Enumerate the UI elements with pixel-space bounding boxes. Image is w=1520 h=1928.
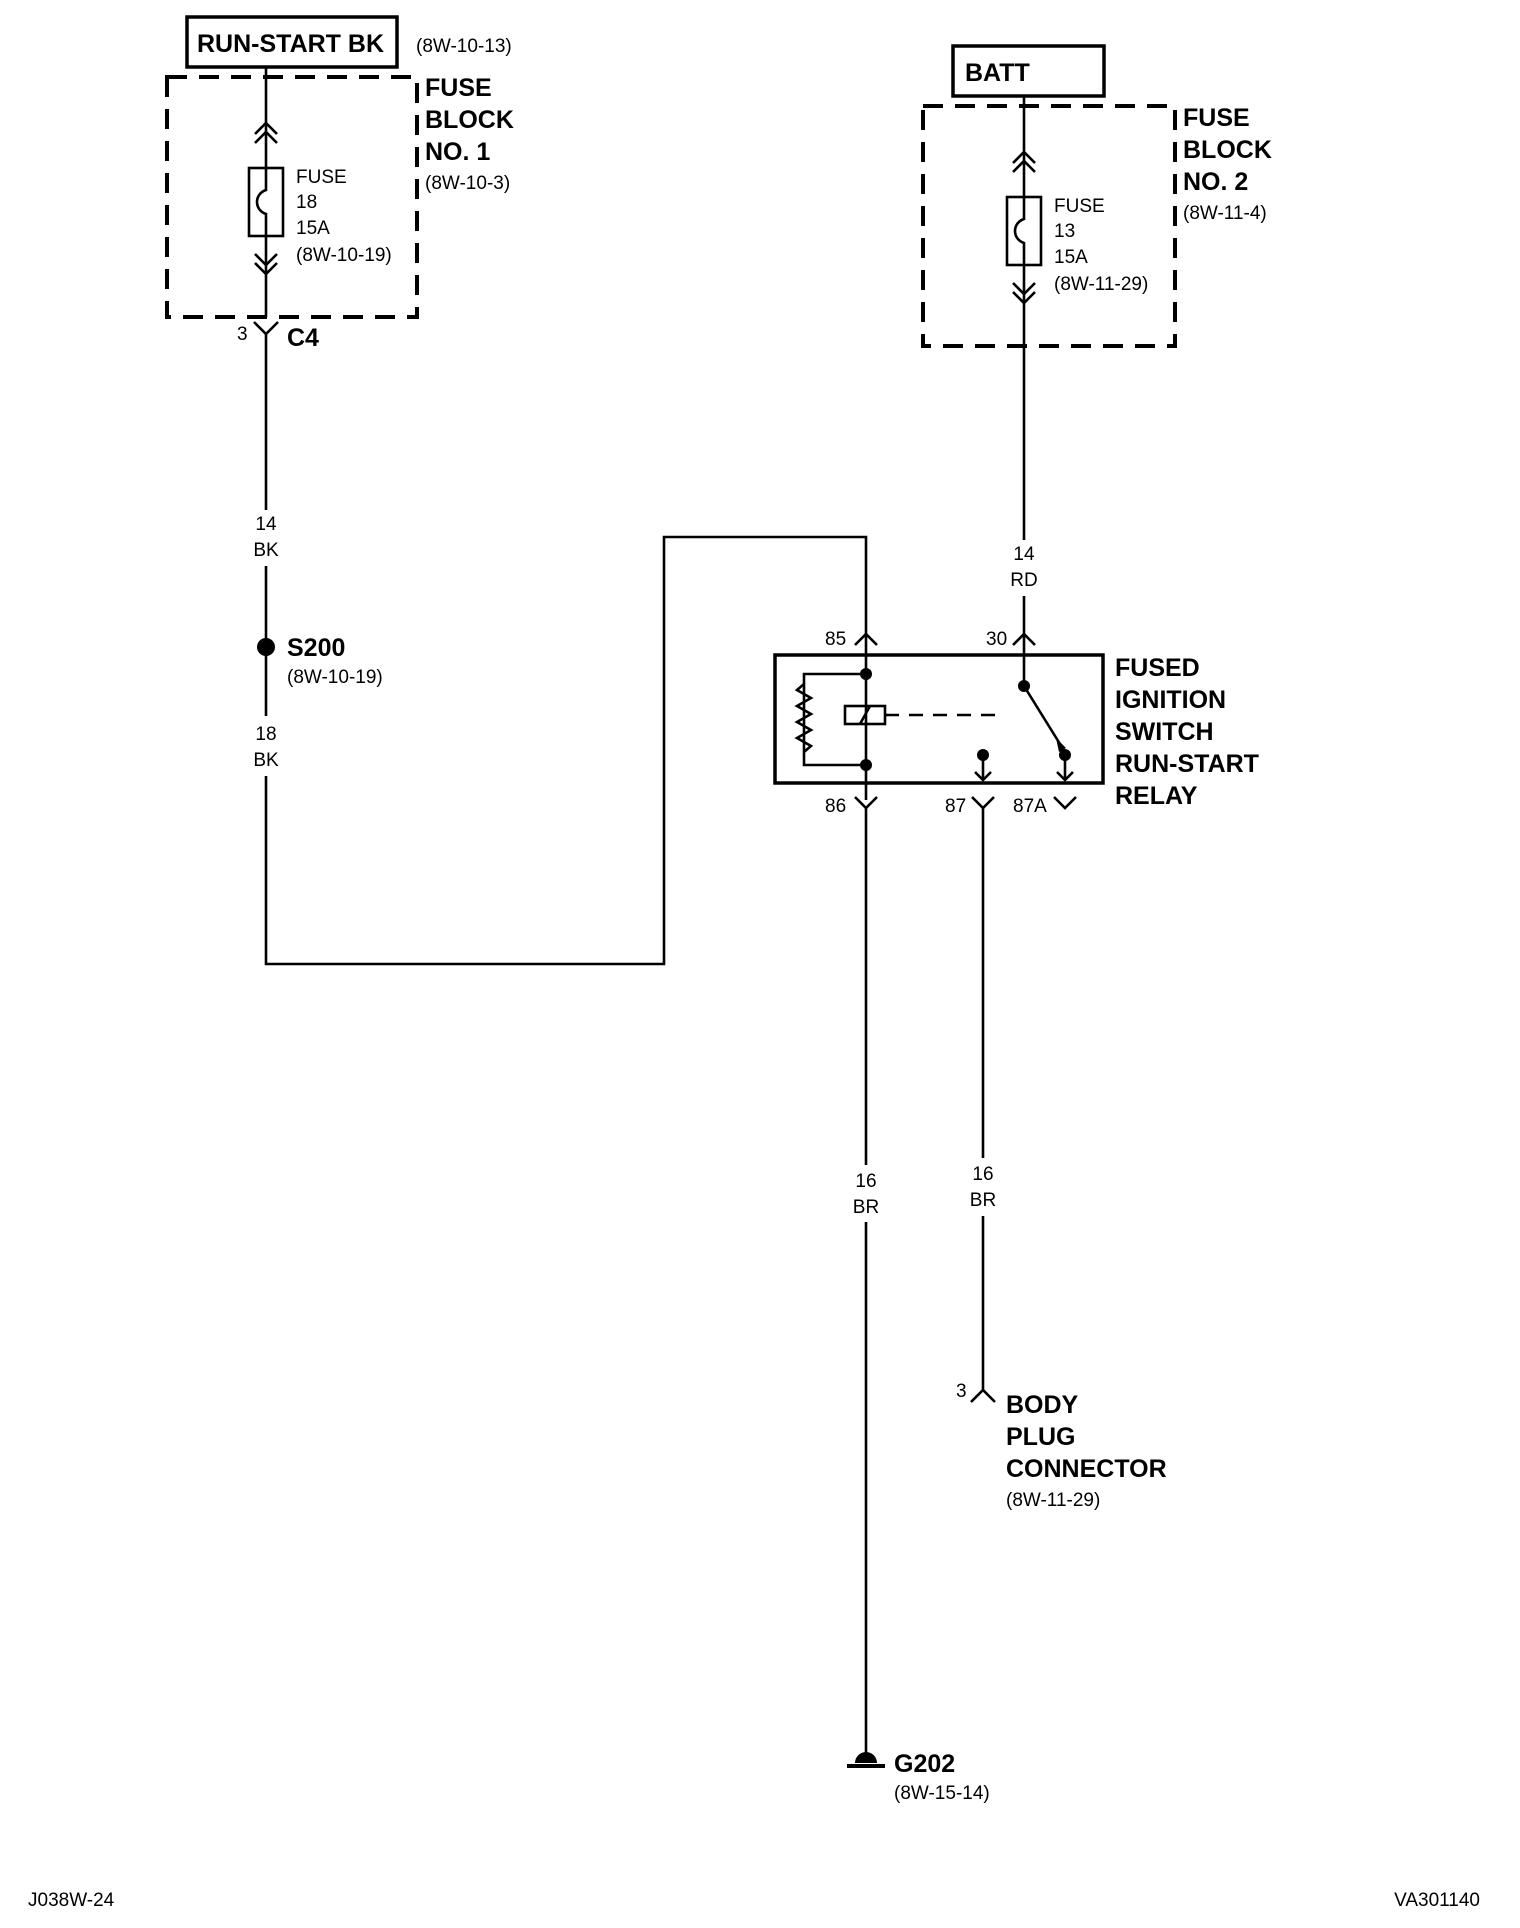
connector-c4: 3 C4 [237, 321, 319, 352]
relay-pin-30-terminal [1012, 632, 1036, 646]
body-plug-line1: BODY [1006, 1391, 1079, 1419]
fuse-block-2-ref: (8W-11-4) [1183, 203, 1267, 224]
fuse-block-2-line3: NO. 2 [1183, 168, 1248, 196]
wire-16br-a-color: BR [853, 1197, 879, 1218]
wire-14bk-gauge: 14 [255, 514, 277, 535]
splice-s200: S200 (8W-10-19) [257, 634, 383, 688]
wire-14bk-label: 14 BK [253, 514, 279, 561]
relay-name-line2: IGNITION [1115, 686, 1226, 714]
ground-g202: G202 (8W-15-14) [847, 1750, 990, 1804]
splice-s200-label: S200 [287, 634, 345, 662]
fuse-13-line2: 13 [1054, 221, 1075, 242]
splice-s200-dot [257, 638, 275, 656]
relay-resistor-icon [794, 683, 814, 753]
fuse-block-1-outline [165, 75, 419, 319]
ground-g202-label: G202 [894, 1750, 955, 1778]
batt-label: BATT [965, 59, 1030, 87]
wire-16br-b-label: 16 BR [970, 1164, 996, 1211]
body-plug-pin: 3 [956, 1381, 967, 1402]
run-start-bk-box [185, 15, 399, 69]
body-plug-connector: 3 BODY PLUG CONNECTOR (8W-11-29) [956, 1381, 1167, 1511]
wire-18bk-color: BK [253, 750, 279, 771]
body-plug-line3: CONNECTOR [1006, 1455, 1167, 1483]
fuse-13-line3: 15A [1054, 247, 1088, 268]
ground-g202-ref: (8W-15-14) [894, 1783, 990, 1804]
fuse-block-1-line2: BLOCK [425, 106, 514, 134]
fuse-block-2-line1: FUSE [1183, 104, 1250, 132]
relay-switch-arm [1022, 685, 1062, 745]
relay-pin-85-label: 85 [825, 629, 846, 650]
fuse-block-2-outline [921, 104, 1177, 348]
relay-pin-87a-terminal [1053, 796, 1077, 810]
batt-source: BATT [951, 44, 1106, 98]
relay-pin-87a-label: 87A [1013, 796, 1047, 817]
relay-pin-85-terminal [854, 632, 878, 646]
wire-16br-a-gauge: 16 [855, 1171, 876, 1192]
fuse-18-line2: 18 [296, 192, 317, 213]
relay-pin-30-label: 30 [986, 629, 1007, 650]
relay-pin-87-label: 87 [945, 796, 966, 817]
connector-c4-pin: 3 [237, 324, 248, 345]
wire-18bk-label: 18 BK [253, 724, 279, 771]
fuse-block-1: FUSE BLOCK NO. 1 (8W-10-3) [165, 74, 514, 319]
fuse-13-ref: (8W-11-29) [1054, 274, 1148, 295]
relay-pin-86-label: 86 [825, 796, 846, 817]
relay-name-line4: RUN-START [1115, 750, 1259, 778]
fuse-18-line3: 15A [296, 218, 330, 239]
body-plug-ref: (8W-11-29) [1006, 1490, 1100, 1511]
wire-16br-b-gauge: 16 [972, 1164, 993, 1185]
run-start-bk-ref: (8W-10-13) [416, 36, 512, 57]
connector-c4-icon [253, 321, 279, 336]
splice-s200-ref: (8W-10-19) [287, 667, 383, 688]
body-plug-terminal-icon [970, 1388, 996, 1403]
wire-18bk-route [264, 535, 868, 966]
fuse-13: FUSE 13 15A (8W-11-29) [1005, 96, 1148, 540]
fuse-block-1-line3: NO. 1 [425, 138, 490, 166]
run-start-bk-label: RUN-START BK [197, 30, 384, 58]
wire-14rd-label: 14 RD [1010, 544, 1037, 591]
run-start-relay: 85 30 86 87 87A FUSED IGNITION SWITCH RU… [773, 629, 1259, 817]
relay-name-line3: SWITCH [1115, 718, 1214, 746]
wire-14bk-color: BK [253, 540, 279, 561]
body-plug-line2: PLUG [1006, 1423, 1075, 1451]
fuse-18-line1: FUSE [296, 167, 347, 188]
fuse-block-1-line1: FUSE [425, 74, 492, 102]
batt-box [951, 44, 1106, 98]
wire-14rd-color: RD [1010, 570, 1037, 591]
fuse-13-line1: FUSE [1054, 196, 1105, 217]
wire-16br-a-label: 16 BR [853, 1171, 879, 1218]
connector-c4-label: C4 [287, 324, 319, 352]
fuse-18-ref: (8W-10-19) [296, 245, 392, 266]
wire-14rd-gauge: 14 [1013, 544, 1035, 565]
relay-name-line1: FUSED [1115, 654, 1200, 682]
wire-18bk-gauge: 18 [255, 724, 276, 745]
footer-right-code: VA301140 [1394, 1890, 1480, 1911]
run-start-bk-source: RUN-START BK (8W-10-13) [185, 15, 512, 69]
fuse-block-2-line2: BLOCK [1183, 136, 1272, 164]
fuse-block-1-ref: (8W-10-3) [425, 173, 510, 194]
wire-16br-b-color: BR [970, 1190, 996, 1211]
relay-name-line5: RELAY [1115, 782, 1198, 810]
relay-pin-87-terminal [971, 796, 995, 810]
relay-box [773, 653, 1105, 785]
ground-icon [855, 1752, 877, 1763]
fuse-block-2: FUSE BLOCK NO. 2 (8W-11-4) [921, 104, 1272, 348]
footer-left-code: J038W-24 [28, 1890, 115, 1911]
fuse-18: FUSE 18 15A (8W-10-19) [247, 67, 392, 317]
